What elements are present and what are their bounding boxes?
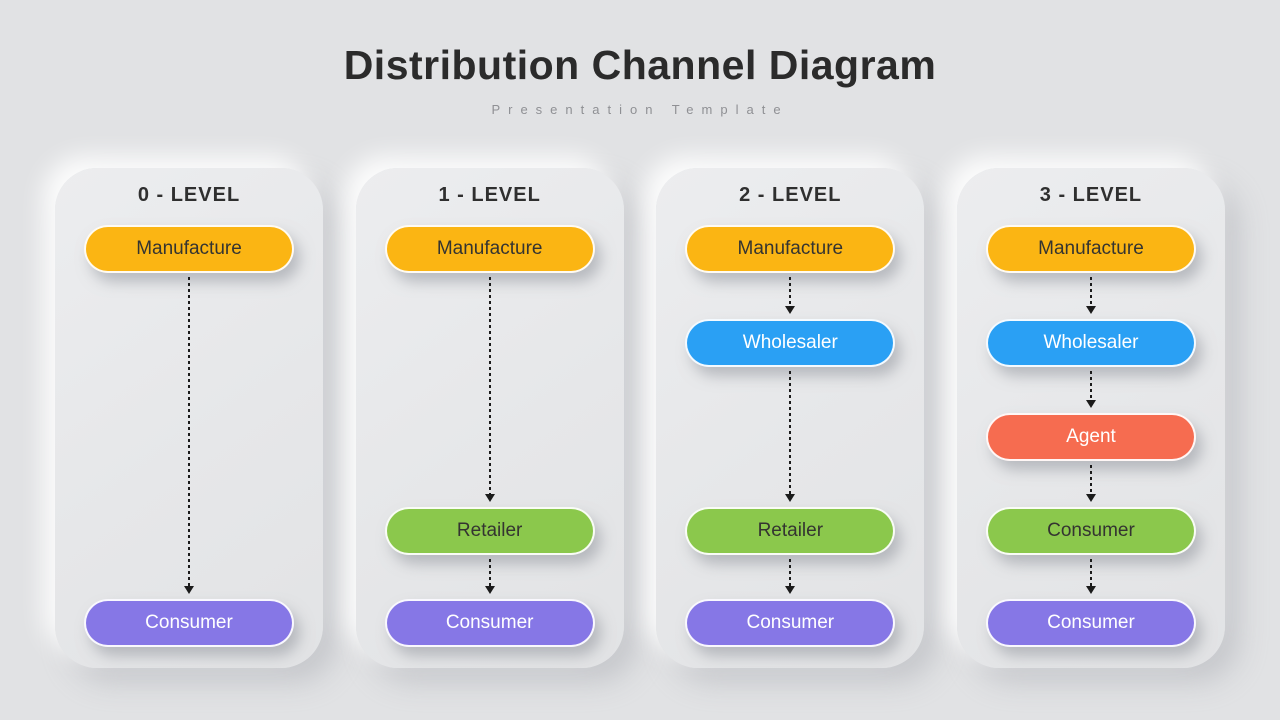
- flow-arrow: [1085, 465, 1097, 502]
- arrow-down-icon: [785, 306, 796, 314]
- flow-arrow: [784, 277, 796, 314]
- node-manufacture: Manufacture: [985, 225, 1196, 273]
- dotted-line: [1089, 371, 1092, 401]
- arrow-down-icon: [1085, 306, 1096, 314]
- slide-header: Distribution Channel Diagram Presentatio…: [0, 42, 1280, 117]
- node-consumer: Consumer: [985, 507, 1196, 555]
- dotted-line: [488, 559, 491, 587]
- dotted-line: [789, 559, 792, 587]
- dotted-line: [789, 371, 792, 495]
- node-wholesaler: Wholesaler: [685, 319, 896, 367]
- node-manufacture: Manufacture: [84, 225, 294, 273]
- arrow-down-icon: [484, 494, 495, 502]
- level-header-3-level: 3 - LEVEL: [1039, 184, 1143, 206]
- dotted-line: [488, 277, 491, 495]
- arrow-down-icon: [184, 586, 194, 594]
- node-consumer: Consumer: [84, 599, 294, 647]
- dotted-line: [789, 277, 792, 307]
- node-manufacture: Manufacture: [384, 225, 595, 273]
- dotted-line: [1089, 277, 1092, 307]
- page-subtitle: Presentation Template: [491, 102, 789, 117]
- arrow-down-icon: [1085, 586, 1096, 594]
- node-manufacture: Manufacture: [685, 225, 896, 273]
- flow-arrow: [484, 277, 496, 502]
- flow-arrow: [1085, 277, 1097, 314]
- level-header-1-level: 1 - LEVEL: [438, 184, 541, 206]
- flow-arrow: [1085, 371, 1097, 408]
- page-title: Distribution Channel Diagram: [343, 42, 937, 88]
- node-retailer: Retailer: [685, 507, 896, 555]
- flow-arrow: [1085, 559, 1097, 594]
- level-header-2-level: 2 - LEVEL: [739, 184, 842, 206]
- node-consumer: Consumer: [985, 599, 1196, 647]
- node-wholesaler: Wholesaler: [985, 319, 1196, 367]
- arrow-down-icon: [785, 586, 796, 594]
- dotted-line: [188, 277, 190, 587]
- level-header-0-level: 0 - LEVEL: [137, 184, 241, 206]
- node-consumer: Consumer: [685, 599, 896, 647]
- dotted-line: [1089, 465, 1092, 495]
- arrow-down-icon: [785, 494, 796, 502]
- flow-arrow: [183, 277, 195, 594]
- node-retailer: Retailer: [384, 507, 595, 555]
- arrow-down-icon: [1085, 494, 1096, 502]
- flow-arrow: [484, 559, 496, 594]
- arrow-down-icon: [1085, 400, 1096, 408]
- node-consumer: Consumer: [384, 599, 595, 647]
- arrow-down-icon: [484, 586, 495, 594]
- node-agent: Agent: [985, 413, 1196, 461]
- flow-arrow: [784, 371, 796, 502]
- dotted-line: [1089, 559, 1092, 587]
- flow-arrow: [784, 559, 796, 594]
